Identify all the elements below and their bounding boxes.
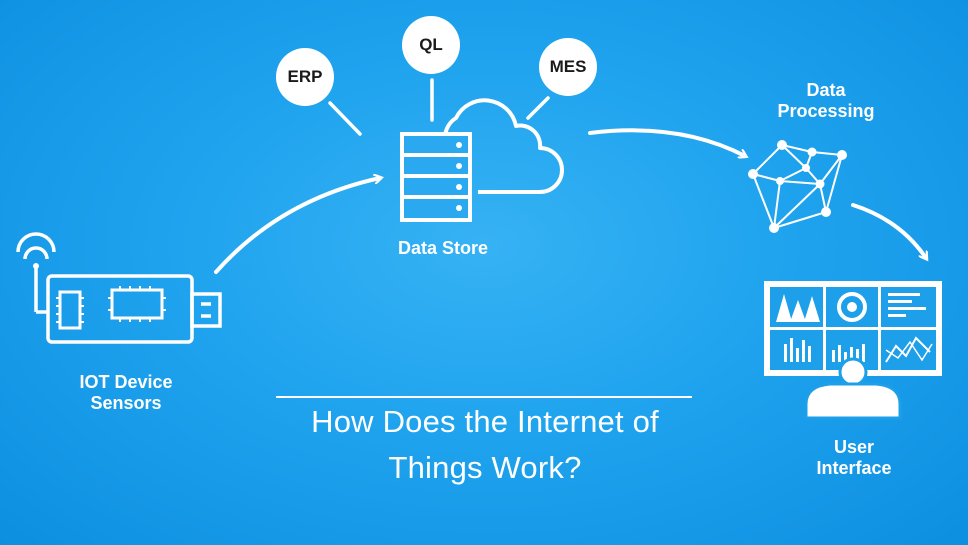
mes-label: MES [549,57,587,76]
data-processing-line1: Data [806,80,846,100]
iot-label-line2: Sensors [90,392,162,413]
network-mesh-icon [748,140,847,233]
arrow-iot-to-store [214,178,380,274]
usb-sensor-icon [16,232,222,344]
ql-label: QL [419,35,443,54]
page-title-line2: Things Work? [388,450,582,485]
arrow-processing-to-ui [851,203,926,258]
page-title-line1: How Does the Internet of [311,404,659,439]
arrow-store-to-processing [588,128,745,156]
data-processing-line2: Processing [777,100,875,121]
iot-label-line1: IOT Device [79,372,173,392]
data-processing-label: Data Processing [744,80,908,121]
erp-label: ERP [287,67,323,86]
data-store-label: Data Store [397,238,489,258]
user-interface-line1: User [833,437,875,457]
connector-erp [328,101,362,136]
iot-label: IOT Device Sensors [36,372,216,413]
ql-bubble: QL [402,16,460,74]
user-interface-line2: Interface [816,457,892,478]
mes-bubble: MES [539,38,597,96]
erp-bubble: ERP [276,48,334,106]
user-interface-label: User Interface [780,437,928,478]
connector-mes [526,96,550,120]
server-cloud-icon [400,98,564,222]
dashboard-user-icon [764,281,942,420]
